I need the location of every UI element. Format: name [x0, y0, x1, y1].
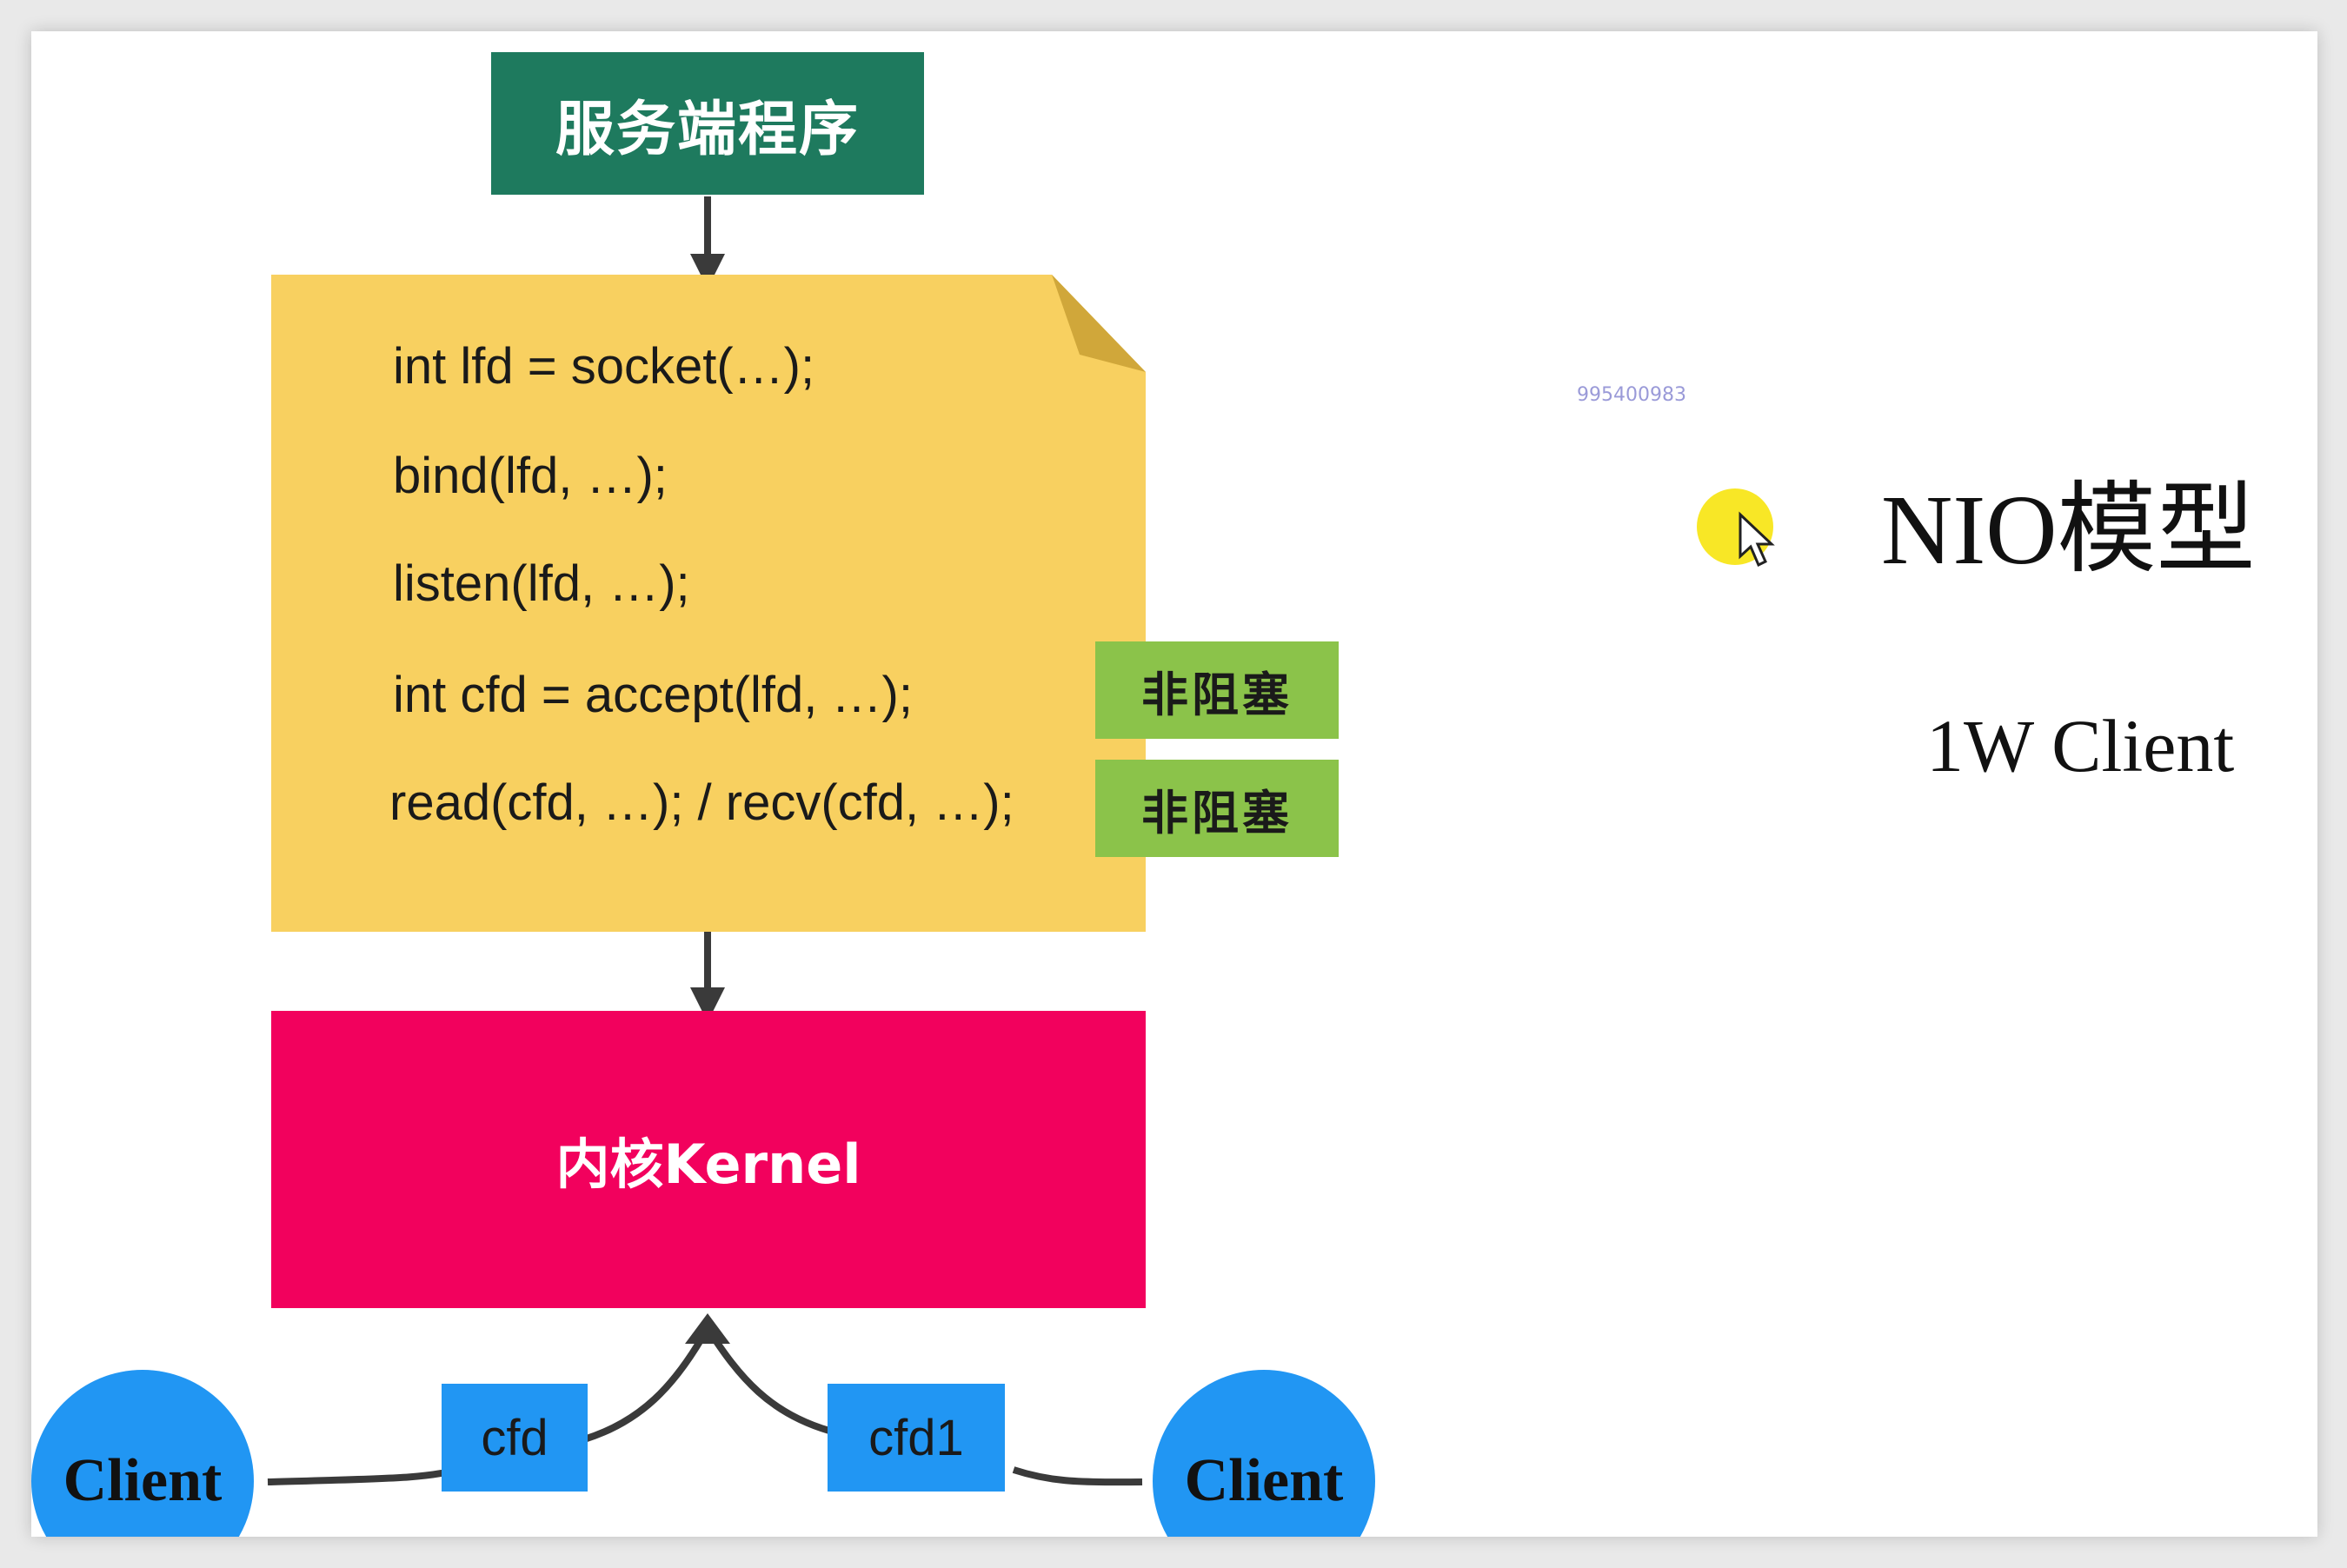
client-left-label: Client	[63, 1447, 223, 1514]
fd-label-cfd-text: cfd	[481, 1409, 549, 1466]
server-program-label: 服务端程序	[555, 94, 860, 164]
kernel-box: 内核Kernel	[271, 1011, 1146, 1308]
mouse-pointer-icon	[1739, 511, 1775, 568]
kernel-label: 内核Kernel	[555, 1133, 861, 1196]
tag-read-label: 非阻塞	[1141, 784, 1293, 840]
tag-read-nonblocking: 非阻塞	[1095, 760, 1339, 857]
watermark-text: 995400983	[1577, 384, 1686, 406]
code-line-listen: listen(lfd, …);	[393, 555, 690, 612]
server-program-box: 服务端程序	[491, 52, 924, 195]
connector-right-client	[704, 1325, 1143, 1486]
code-block: int lfd = socket(…); bind(lfd, …); liste…	[271, 275, 1146, 932]
arrow-head-kernel	[685, 1313, 730, 1344]
tag-accept-nonblocking: 非阻塞	[1095, 641, 1339, 739]
code-note-shape	[271, 275, 1146, 932]
client-right-label: Client	[1184, 1447, 1344, 1514]
fd-label-cfd1: cfd1	[828, 1384, 1005, 1492]
code-line-bind: bind(lfd, …);	[393, 448, 668, 504]
slide: 服务端程序 int lfd = socket(…); bind(lfd, …);…	[31, 31, 2317, 1537]
fd-label-cfd1-text: cfd1	[868, 1409, 964, 1466]
slide-subtitle: 1W Client	[1926, 704, 2235, 787]
code-line-socket: int lfd = socket(…);	[393, 338, 815, 395]
tag-accept-label: 非阻塞	[1141, 666, 1293, 722]
code-line-accept: int cfd = accept(lfd, …);	[393, 667, 913, 723]
fd-label-cfd: cfd	[442, 1384, 588, 1492]
code-line-read: read(cfd, …); / recv(cfd, …);	[389, 774, 1014, 831]
diagram-connectors	[267, 196, 1143, 1486]
slide-title: NIO模型	[1881, 475, 2256, 585]
